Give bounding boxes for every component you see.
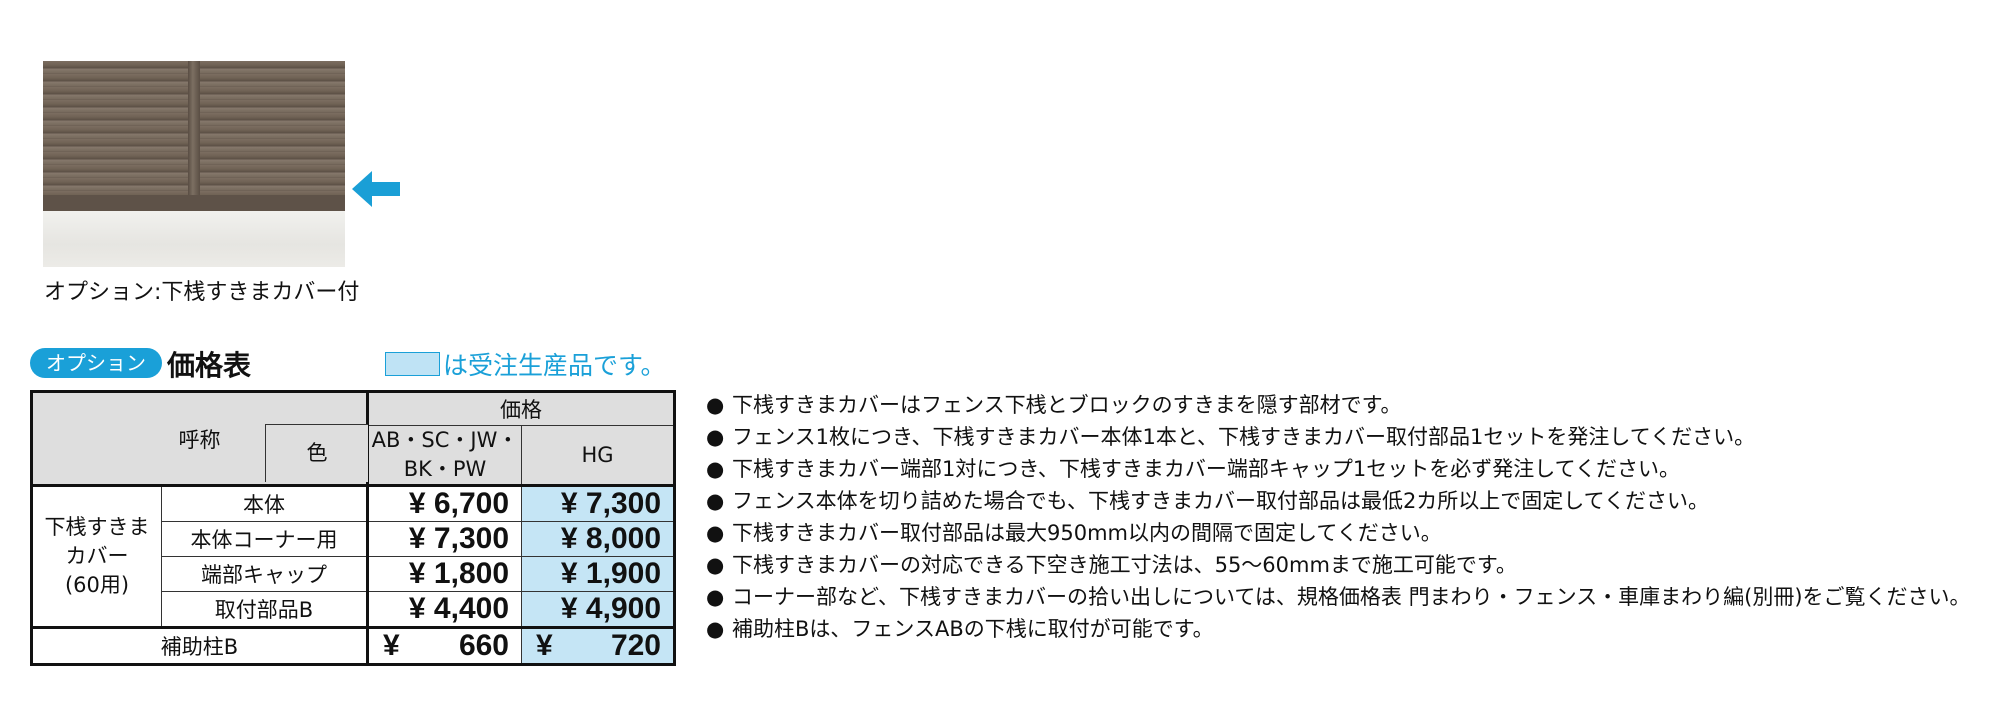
row-name-auxiliary-post: 補助柱B: [31, 626, 368, 665]
price-hg: ¥ 7,300: [521, 484, 675, 522]
row-name: 取付部品B: [161, 591, 368, 628]
note-item: コーナー部など、下桟すきまカバーの拾い出しについては、規格価格表 門まわり・フェ…: [706, 581, 1991, 613]
made-to-order-swatch: [385, 352, 440, 376]
yen-sign: ¥: [383, 629, 400, 663]
price-hg: ¥ 4,900: [521, 591, 675, 628]
price-standard: ¥ 6,700: [366, 484, 522, 522]
row-name: 本体: [161, 484, 368, 522]
note-item: フェンス1枚につき、下桟すきまカバー本体1本と、下桟すきまカバー取付部品1セット…: [706, 421, 1991, 453]
fence-post-image: [188, 61, 200, 211]
group-label-line2: カバー: [65, 544, 129, 568]
price-standard: ¥ 1,800: [366, 556, 522, 592]
price-standard: ¥ 4,400: [366, 591, 522, 628]
block-wall-image: [43, 211, 345, 267]
row-name: 本体コーナー用: [161, 521, 368, 557]
photo-caption: オプション:下桟すきまカバー付: [44, 280, 360, 305]
note-item: 補助柱Bは、フェンスABの下桟に取付が可能です。: [706, 613, 1991, 645]
price-table-title: 価格表: [167, 349, 252, 382]
note-item: 下桟すきまカバーはフェンス下桟とブロックのすきまを隠す部材です。: [706, 389, 1991, 421]
arrow-left-icon: [352, 171, 400, 207]
header-col-hg: HG: [521, 425, 675, 486]
note-item: 下桟すきまカバー端部1対につき、下桟すきまカバー端部キャップ1セットを必ず発注し…: [706, 453, 1991, 485]
price-standard: ¥ 7,300: [366, 521, 522, 557]
group-label-line1: 下桟すきま: [44, 515, 150, 539]
note-item: 下桟すきまカバーの対応できる下空き施工寸法は、55〜60mmまで施工可能です。: [706, 549, 1991, 581]
group-label: 下桟すきま カバー (60用): [31, 484, 162, 628]
product-photo: [43, 61, 345, 267]
price-value: 720: [610, 629, 661, 663]
yen-sign: ¥: [536, 629, 553, 663]
made-to-order-legend: は受注生産品です。: [443, 351, 666, 380]
header-color: 色: [265, 424, 368, 482]
price-value: 660: [458, 629, 509, 663]
gap-cover-image: [43, 195, 345, 211]
header-col-standard-label: AB・SC・JW・BK・PW: [371, 428, 519, 481]
notes-list: 下桟すきまカバーはフェンス下桟とブロックのすきまを隠す部材です。 フェンス1枚に…: [706, 389, 1991, 645]
price-hg: ¥ 1,900: [521, 556, 675, 592]
price-hg-auxiliary: ¥ 720: [521, 626, 675, 665]
row-name: 端部キャップ: [161, 556, 368, 592]
group-label-line3: (60用): [64, 573, 130, 597]
header-price: 価格: [366, 391, 675, 426]
header-col-standard: AB・SC・JW・BK・PW: [366, 425, 522, 486]
price-hg: ¥ 8,000: [521, 521, 675, 557]
price-standard-auxiliary: ¥ 660: [366, 626, 522, 665]
note-item: フェンス本体を切り詰めた場合でも、下桟すきまカバー取付部品は最低2カ所以上で固定…: [706, 485, 1991, 517]
option-badge: オプション: [30, 348, 162, 378]
note-item: 下桟すきまカバー取付部品は最大950mm以内の間隔で固定してください。: [706, 517, 1991, 549]
